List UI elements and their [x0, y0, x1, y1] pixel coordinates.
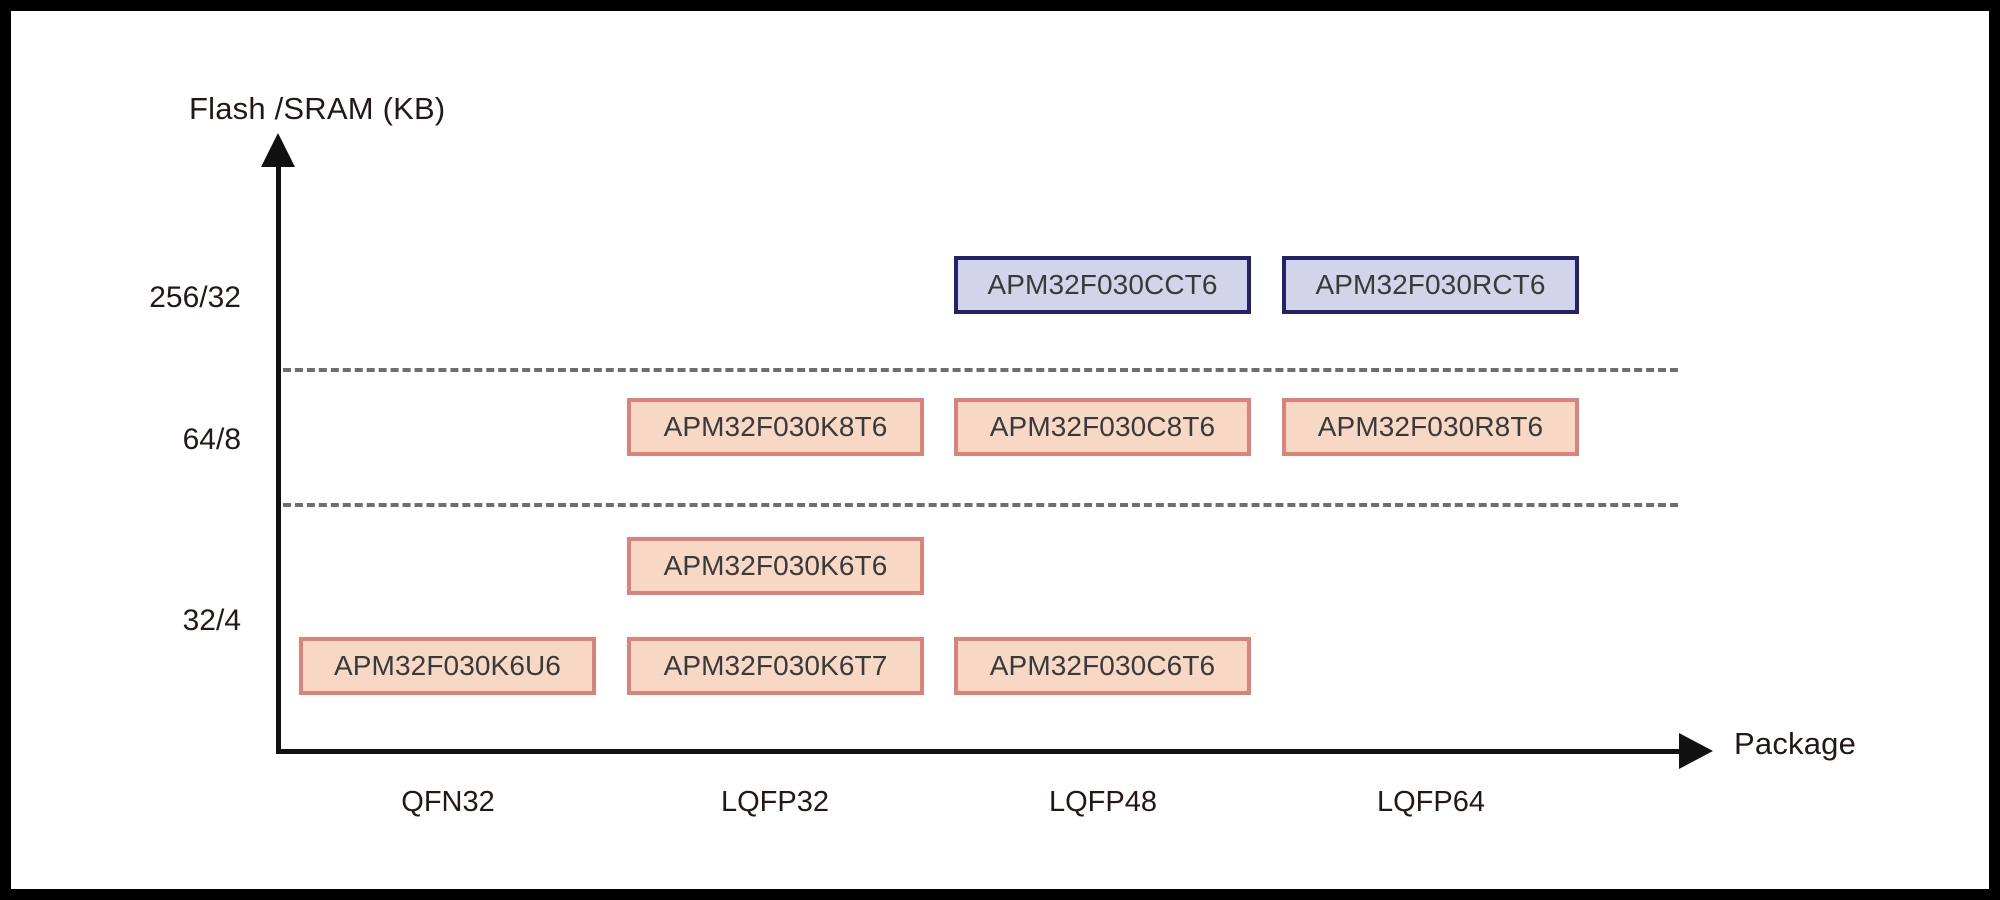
- part-box-apm32f030rct6[interactable]: APM32F030RCT6: [1282, 256, 1579, 314]
- part-box-apm32f030k6t6[interactable]: APM32F030K6T6: [627, 537, 924, 595]
- y-tick-label-64-8: 64/8: [182, 423, 241, 456]
- y-axis-line: [276, 161, 281, 753]
- part-box-apm32f030k6t7[interactable]: APM32F030K6T7: [627, 637, 924, 695]
- part-label: APM32F030K8T6: [663, 411, 888, 442]
- part-label: APM32F030C8T6: [989, 411, 1216, 442]
- x-axis-title: Package: [1734, 726, 1857, 761]
- divider-64-32: [283, 503, 1678, 507]
- x-axis-arrowhead-icon: [1679, 733, 1713, 769]
- diagram-canvas: Flash /SRAM (KB) Package 256/32 64/8 32/…: [11, 11, 1989, 889]
- part-box-apm32f030c6t6[interactable]: APM32F030C6T6: [954, 637, 1251, 695]
- x-tick-label-lqfp64: LQFP64: [1377, 786, 1485, 818]
- part-box-apm32f030cct6[interactable]: APM32F030CCT6: [954, 256, 1251, 314]
- x-tick-label-lqfp32: LQFP32: [721, 786, 829, 818]
- divider-256-64: [283, 368, 1678, 372]
- x-axis-line: [276, 749, 1683, 754]
- y-axis-arrowhead-icon: [261, 133, 295, 167]
- x-tick-label-qfn32: QFN32: [401, 786, 495, 818]
- part-label: APM32F030K6T7: [663, 650, 888, 681]
- part-label: APM32F030R8T6: [1317, 411, 1544, 442]
- y-tick-label-32-4: 32/4: [182, 604, 241, 637]
- part-box-apm32f030k6u6[interactable]: APM32F030K6U6: [299, 637, 596, 695]
- part-label: APM32F030C6T6: [989, 650, 1216, 681]
- part-box-apm32f030r8t6[interactable]: APM32F030R8T6: [1282, 398, 1579, 456]
- y-tick-label-256-32: 256/32: [149, 281, 241, 314]
- y-axis-title: Flash /SRAM (KB): [189, 91, 446, 126]
- part-label: APM32F030K6U6: [334, 650, 561, 681]
- x-tick-label-lqfp48: LQFP48: [1049, 786, 1157, 818]
- part-label: APM32F030CCT6: [987, 269, 1218, 300]
- part-box-apm32f030k8t6[interactable]: APM32F030K8T6: [627, 398, 924, 456]
- part-box-apm32f030c8t6[interactable]: APM32F030C8T6: [954, 398, 1251, 456]
- part-label: APM32F030K6T6: [663, 550, 888, 581]
- part-label: APM32F030RCT6: [1315, 269, 1546, 300]
